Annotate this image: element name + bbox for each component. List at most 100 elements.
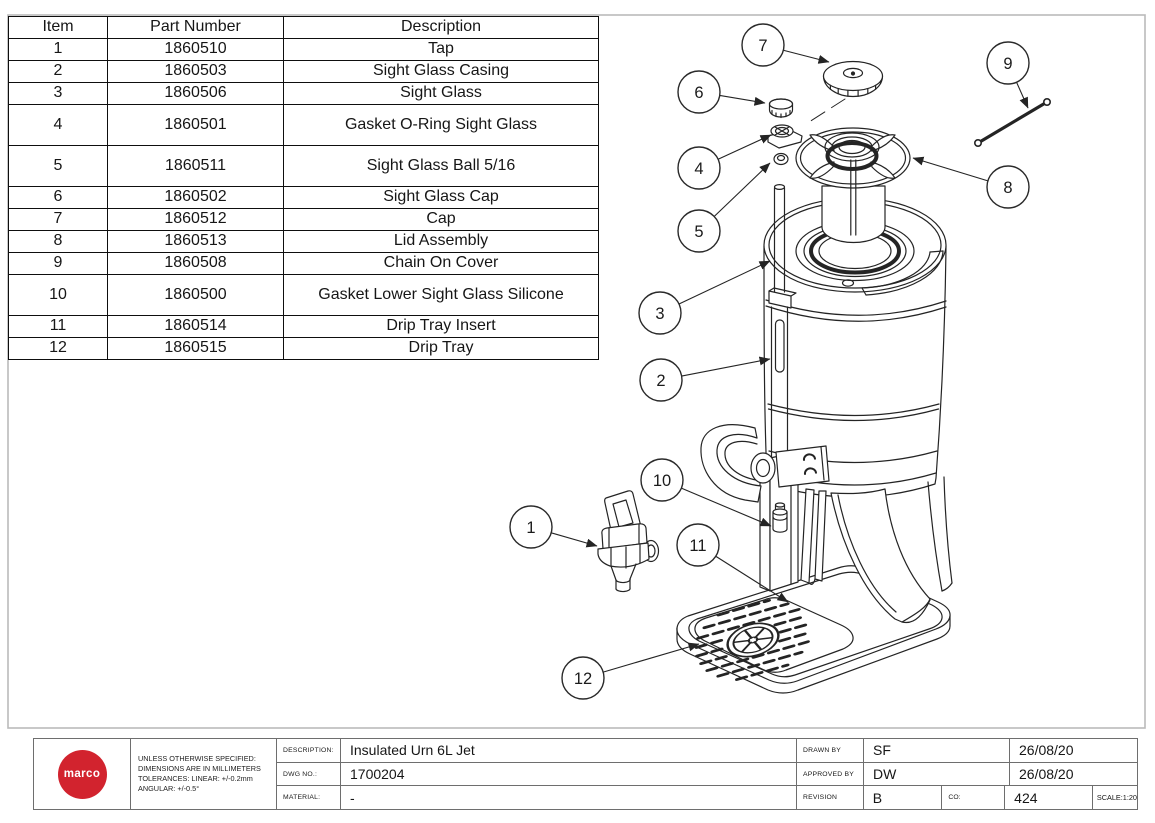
balloon-number: 2 [656,372,665,390]
balloon-circle [509,505,553,549]
sight-glass-tube [768,184,797,463]
co-value: 424 [1005,786,1093,810]
table-cell: Gasket Lower Sight Glass Silicone [283,274,599,316]
sheet-frame [7,14,1146,729]
revision-label: REVISION [797,786,864,810]
column-header: Item [8,16,108,39]
callout-balloon-4: 4 [677,134,772,190]
callout-balloon-6: 6 [677,70,766,114]
handle-drawing [700,424,830,503]
table-cell: Drip Tray Insert [283,315,599,338]
leader-line [912,156,989,182]
co-label: CO: [942,786,1006,810]
description-value: Insulated Urn 6L Jet [350,742,475,759]
table-cell: 1860515 [107,337,284,360]
tolerance-notes: UNLESS OTHERWISE SPECIFIED: DIMENSIONS A… [131,739,277,809]
balloon-circle [561,656,605,700]
table-cell: Tap [283,38,599,61]
balloon-number: 7 [758,37,767,55]
callout-balloon-12: 12 [561,642,700,700]
balloon-number: 10 [653,472,671,490]
note-line: TOLERANCES: LINEAR: +/-0.2mm [138,774,253,783]
drawn-by-value: SF [864,739,1010,762]
table-cell: 1860508 [107,252,284,275]
marco-logo: marco [57,749,107,799]
material-label: MATERIAL: [277,786,341,810]
leader-line [783,49,830,64]
callout-balloon-1: 1 [509,505,598,549]
balloon-circle [676,523,720,567]
table-cell: 3 [8,82,108,105]
note-line: UNLESS OTHERWISE SPECIFIED: [138,754,256,763]
balloon-number: 8 [1003,179,1012,197]
callout-balloon-2: 2 [639,356,771,402]
leader-line [681,356,771,377]
note-line: ANGULAR: +/-0.5° [138,784,200,793]
leader-line [717,134,772,160]
leader-line [602,642,700,673]
pedestal-legs [800,476,953,624]
table-cell: 1860502 [107,186,284,209]
table-cell: 5 [8,145,108,187]
balloon-circle [640,458,684,502]
table-cell: Cap [283,208,599,231]
approved-by-label: APPROVED BY [797,762,864,786]
table-cell: 11 [8,315,108,338]
table-cell: 1860510 [107,38,284,61]
description-label: DESCRIPTION: [277,739,341,762]
table-cell: 4 [8,104,108,146]
table-cell: Sight Glass Ball 5/16 [283,145,599,187]
logo-text: marco [63,768,101,780]
callout-balloon-5: 5 [677,162,771,253]
balloon-number: 5 [694,223,703,241]
balloon-circle [986,165,1030,209]
balloon-circle [677,146,721,190]
balloon-number: 6 [694,84,703,102]
chain-drawing [973,98,1052,148]
drawn-by-label: DRAWN BY [797,739,864,762]
title-block: marco UNLESS OTHERWISE SPECIFIED: DIMENS… [33,738,1138,810]
dwg-no-label: DWG NO.: [277,762,341,786]
title-block-middle: DESCRIPTION: Insulated Urn 6L Jet DWG NO… [277,739,797,810]
table-cell: Lid Assembly [283,230,599,253]
lid-assembly-drawing [795,127,911,244]
balloon-circle [986,41,1030,85]
table-cell: 1860503 [107,60,284,83]
callout-balloon-7: 7 [741,23,830,67]
table-cell: 12 [8,337,108,360]
table-cell: 10 [8,274,108,316]
scale-value: SCALE:1:20 [1096,793,1137,803]
leader-line [713,162,771,217]
column-header: Part Number [107,16,284,39]
leader-line [719,94,766,106]
leader-line [1016,81,1029,109]
balloon-number: 12 [574,670,592,688]
balloon-number: 11 [689,537,706,555]
balloon-circle [741,23,785,67]
logo-cell: marco [34,739,131,809]
table-cell: 1860511 [107,145,284,187]
table-cell: 2 [8,60,108,83]
leader-line [681,487,772,527]
table-cell: 9 [8,252,108,275]
balloon-number: 3 [655,305,664,323]
table-cell: 7 [8,208,108,231]
balloon-number: 1 [526,519,535,537]
grille [694,599,812,681]
dwg-no-value: 1700204 [350,766,405,782]
balloon-circle [639,358,683,402]
leader-line [551,532,598,548]
callout-balloon-9: 9 [986,41,1030,109]
